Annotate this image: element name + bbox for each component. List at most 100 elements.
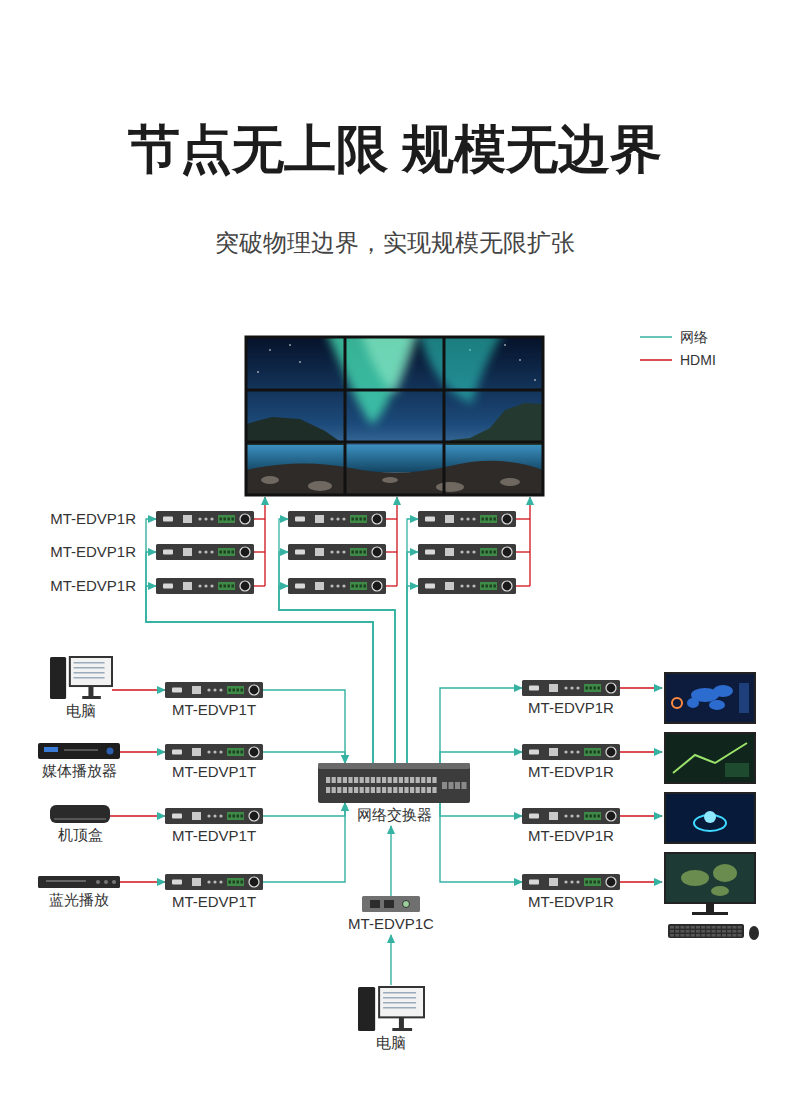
knob (606, 747, 616, 757)
star (289, 344, 291, 346)
sfp-port (449, 782, 454, 789)
hdmi-wire (254, 518, 265, 519)
indicator-dot (219, 814, 222, 817)
bluray-slot (46, 880, 86, 882)
rj45-port (192, 748, 201, 756)
network-switch: 网络交换器 (318, 763, 470, 803)
terminal-pin (486, 551, 488, 554)
legend-sample (640, 332, 674, 342)
mountain (440, 403, 543, 447)
led (403, 901, 410, 908)
receiver-device (288, 578, 386, 594)
extender-box: MT-EDVP1R (522, 874, 620, 890)
terminal-pin (490, 551, 492, 554)
terminal-pin (494, 585, 496, 588)
hdmi-port (529, 750, 539, 755)
switch-port (382, 787, 386, 793)
terminal-block (227, 878, 244, 886)
rj45-port (183, 582, 192, 590)
indicator-dot (564, 880, 567, 883)
terminal-pin (228, 518, 230, 521)
indicator-dot (330, 584, 333, 587)
knob (249, 811, 259, 821)
screen-row (383, 992, 416, 994)
terminal-pin (590, 881, 592, 884)
monitor-stand (706, 903, 714, 913)
rj45-port (192, 686, 201, 694)
device-body (288, 544, 386, 560)
hdmi-port (529, 814, 539, 819)
key (706, 926, 710, 929)
star (534, 379, 536, 381)
key (691, 926, 695, 929)
extender-box: MT-EDVP1R (156, 511, 254, 527)
terminal-pin (490, 518, 492, 521)
hdmi-port (172, 688, 182, 693)
rj45-port (192, 878, 201, 886)
key (680, 926, 684, 929)
receiver-device (418, 544, 516, 560)
node-drawing (522, 744, 620, 760)
switch-port (360, 777, 364, 783)
wall-seam (344, 337, 347, 495)
terminal-pin (482, 585, 484, 588)
switch-port (427, 787, 431, 793)
hdmi-port (425, 550, 435, 555)
monitor-screen (665, 673, 755, 723)
indicator-dot (213, 880, 216, 883)
hdmi-port (172, 750, 182, 755)
screen-row (383, 1007, 416, 1009)
terminal-block (218, 548, 235, 556)
terminal-pin (364, 518, 366, 521)
hdmi-wire (516, 518, 530, 519)
indicator-dot (204, 550, 207, 553)
wall-seam (246, 389, 543, 392)
terminal-pin (237, 689, 239, 692)
star (299, 361, 301, 363)
aurora (360, 337, 420, 395)
terminal-pin (356, 518, 358, 521)
terminal-pin (594, 687, 596, 690)
indicator-dot (466, 517, 469, 520)
connector (440, 752, 522, 763)
key (712, 930, 716, 933)
hdmi-port (163, 550, 173, 555)
pc-base (82, 696, 101, 699)
map-blob (687, 698, 699, 708)
terminal-pin (586, 815, 588, 818)
sfp-port (462, 782, 467, 789)
terminal-block (350, 515, 367, 523)
terminal-block (584, 812, 601, 820)
terminal-pin (241, 689, 243, 692)
switch-port (354, 777, 358, 783)
switch-port (404, 777, 408, 783)
terminal-pin (594, 751, 596, 754)
indicator-dot (198, 584, 201, 587)
connector (440, 803, 522, 882)
connector (120, 881, 165, 882)
set-top-box-icon: 机顶盒 (50, 805, 110, 823)
terminal-pin (220, 551, 222, 554)
indicator-dot (570, 750, 573, 753)
hdmi-port (172, 880, 182, 885)
hdmi-port (529, 686, 539, 691)
pc-stand (88, 686, 93, 697)
indicator-dot (219, 688, 222, 691)
hdmi-port (425, 517, 435, 522)
star (269, 349, 271, 351)
terminal-pin (228, 585, 230, 588)
pc-stand (399, 1017, 404, 1029)
terminal-pin (590, 687, 592, 690)
terminal-pin (486, 585, 488, 588)
extender-box: MT-EDVP1R (156, 544, 254, 560)
terminal-pin (482, 518, 484, 521)
mouse (749, 926, 759, 940)
controller-box: MT-EDVP1C (362, 896, 420, 912)
knob (372, 547, 382, 557)
hdmi-wire (264, 497, 265, 586)
indicator-dot (564, 750, 567, 753)
connector (146, 552, 373, 763)
hdmi-wire (386, 551, 397, 552)
screen-row (383, 997, 416, 999)
terminal-pin (229, 815, 231, 818)
